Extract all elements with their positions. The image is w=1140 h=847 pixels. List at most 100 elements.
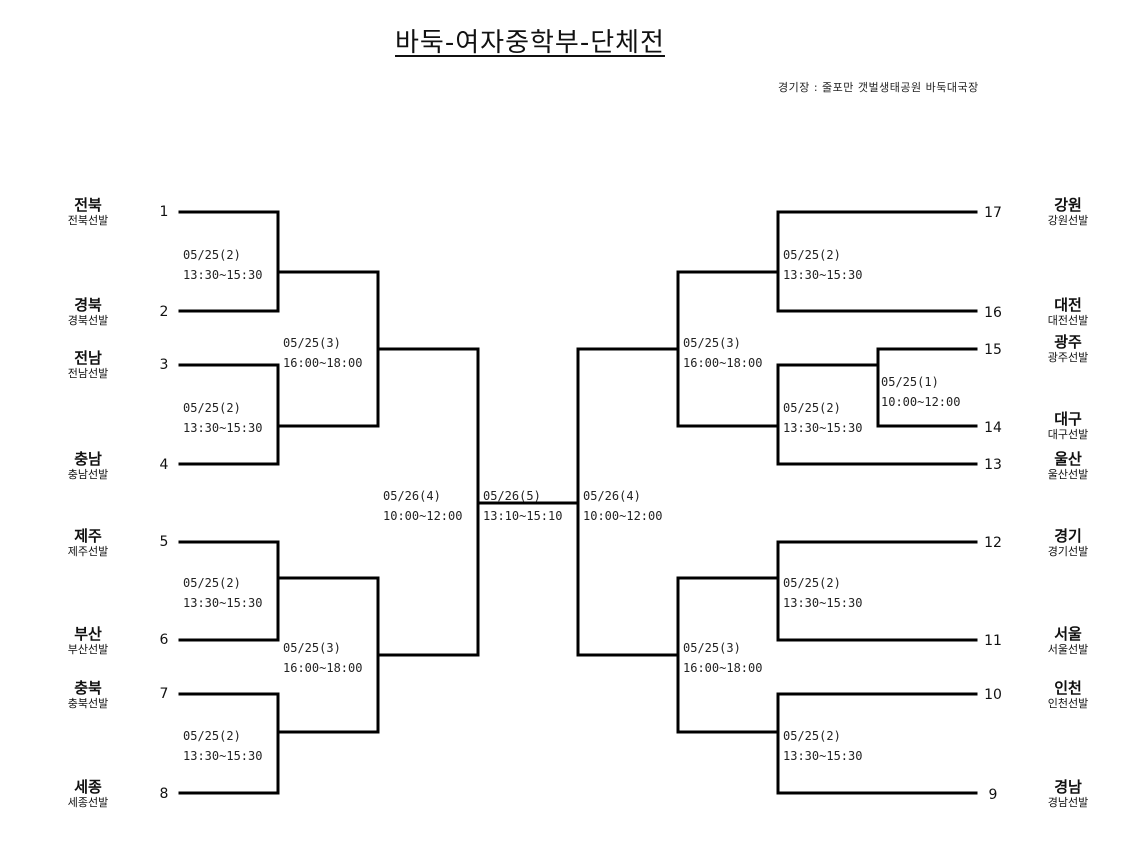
team-name: 광주 <box>1054 333 1082 351</box>
seed-number: 17 <box>984 205 1002 221</box>
match-time: 13:30~15:30 <box>783 749 863 763</box>
team-left-4: 충남 충남선발 <box>43 451 133 482</box>
seed-number: 4 <box>159 457 169 473</box>
team-name: 경남 <box>1054 778 1082 796</box>
team-name: 충북 <box>74 679 102 697</box>
team-right-12: 경기 경기선발 <box>1023 528 1113 559</box>
team-name: 대구 <box>1054 410 1082 428</box>
match-time: 13:30~15:30 <box>183 268 263 282</box>
page-title: 바둑-여자중학부-단체전 <box>395 28 665 58</box>
match-time: 10:00~12:00 <box>583 509 663 523</box>
team-left-6: 부산 부산선발 <box>43 626 133 657</box>
team-name: 전북 <box>74 196 102 214</box>
match-date: 05/25(2) <box>783 576 841 590</box>
team-sub: 충남선발 <box>67 468 109 481</box>
team-sub: 대구선발 <box>1047 428 1089 441</box>
team-right-9: 경남 경남선발 <box>1023 779 1113 810</box>
match-info: 05/25(3) 16:00~18:00 <box>683 638 762 678</box>
match-time: 16:00~18:00 <box>283 661 363 675</box>
match-info: 05/25(2) 13:30~15:30 <box>183 726 262 766</box>
team-left-7: 충북 충북선발 <box>43 680 133 711</box>
team-name: 경북 <box>74 296 102 314</box>
seed-number: 1 <box>159 204 169 220</box>
match-info: 05/25(2) 13:30~15:30 <box>183 573 262 613</box>
match-info-final: 05/26(5) 13:10~15:10 <box>483 486 562 526</box>
match-time: 13:30~15:30 <box>183 596 263 610</box>
match-time: 13:30~15:30 <box>783 268 863 282</box>
seed-number: 15 <box>984 342 1002 358</box>
team-sub: 경남선발 <box>1047 796 1089 809</box>
team-sub: 제주선발 <box>67 545 109 558</box>
team-left-1: 전북 전북선발 <box>43 197 133 228</box>
match-info: 05/25(2) 13:30~15:30 <box>783 245 862 285</box>
team-name: 충남 <box>74 450 102 468</box>
match-info: 05/26(4) 10:00~12:00 <box>383 486 462 526</box>
match-time: 16:00~18:00 <box>683 661 763 675</box>
match-time: 13:30~15:30 <box>183 749 263 763</box>
team-name: 부산 <box>74 625 102 643</box>
match-time: 10:00~12:00 <box>383 509 463 523</box>
team-left-8: 세종 세종선발 <box>43 779 133 810</box>
seed-number: 2 <box>159 304 169 320</box>
team-name: 전남 <box>74 349 102 367</box>
match-info: 05/25(2) 13:30~15:30 <box>783 573 862 613</box>
seed-number: 8 <box>159 786 169 802</box>
match-date: 05/25(2) <box>183 729 241 743</box>
team-name: 서울 <box>1054 625 1082 643</box>
seed-number: 12 <box>984 535 1002 551</box>
team-sub: 울산선발 <box>1047 468 1089 481</box>
team-name: 세종 <box>74 778 102 796</box>
seed-number: 16 <box>984 305 1002 321</box>
match-time: 13:30~15:30 <box>783 596 863 610</box>
team-name: 대전 <box>1054 296 1082 314</box>
team-right-10: 인천 인천선발 <box>1023 680 1113 711</box>
match-date: 05/25(1) <box>881 375 939 389</box>
team-sub: 부산선발 <box>67 643 109 656</box>
match-date: 05/26(4) <box>383 489 441 503</box>
team-name: 강원 <box>1054 196 1082 214</box>
team-sub: 전남선발 <box>67 367 109 380</box>
match-time: 13:30~15:30 <box>783 421 863 435</box>
team-sub: 대전선발 <box>1047 314 1089 327</box>
team-name: 인천 <box>1054 679 1082 697</box>
seed-number: 9 <box>988 787 998 803</box>
venue-label: 경기장 : 줄포만 갯벌생태공원 바둑대국장 <box>778 81 979 94</box>
seed-number: 13 <box>984 457 1002 473</box>
team-left-2: 경북 경북선발 <box>43 297 133 328</box>
match-date: 05/25(2) <box>783 401 841 415</box>
match-date: 05/25(3) <box>283 641 341 655</box>
match-date: 05/25(2) <box>183 248 241 262</box>
seed-number: 7 <box>159 686 169 702</box>
match-date: 05/25(2) <box>783 729 841 743</box>
seed-number: 3 <box>159 357 169 373</box>
match-date: 05/25(3) <box>683 641 741 655</box>
match-info: 05/25(3) 16:00~18:00 <box>683 333 762 373</box>
match-info: 05/26(4) 10:00~12:00 <box>583 486 662 526</box>
team-sub: 충북선발 <box>67 697 109 710</box>
team-sub: 강원선발 <box>1047 214 1089 227</box>
match-date: 05/26(5) <box>483 489 541 503</box>
team-sub: 전북선발 <box>67 214 109 227</box>
match-date: 05/25(2) <box>783 248 841 262</box>
team-sub: 서울선발 <box>1047 643 1089 656</box>
team-name: 제주 <box>74 527 102 545</box>
match-time: 13:30~15:30 <box>183 421 263 435</box>
match-info: 05/25(3) 16:00~18:00 <box>283 638 362 678</box>
team-right-16: 대전 대전선발 <box>1023 297 1113 328</box>
team-right-15: 광주 광주선발 <box>1023 334 1113 365</box>
match-date: 05/25(3) <box>683 336 741 350</box>
team-left-3: 전남 전남선발 <box>43 350 133 381</box>
match-info: 05/25(2) 13:30~15:30 <box>183 398 262 438</box>
seed-number: 11 <box>984 633 1002 649</box>
team-right-14: 대구 대구선발 <box>1023 411 1113 442</box>
match-info: 05/25(2) 13:30~15:30 <box>183 245 262 285</box>
match-date: 05/26(4) <box>583 489 641 503</box>
team-sub: 인천선발 <box>1047 697 1089 710</box>
match-time: 16:00~18:00 <box>683 356 763 370</box>
seed-number: 14 <box>984 420 1002 436</box>
team-sub: 광주선발 <box>1047 351 1089 364</box>
team-sub: 세종선발 <box>67 796 109 809</box>
match-info: 05/25(3) 16:00~18:00 <box>283 333 362 373</box>
team-right-11: 서울 서울선발 <box>1023 626 1113 657</box>
